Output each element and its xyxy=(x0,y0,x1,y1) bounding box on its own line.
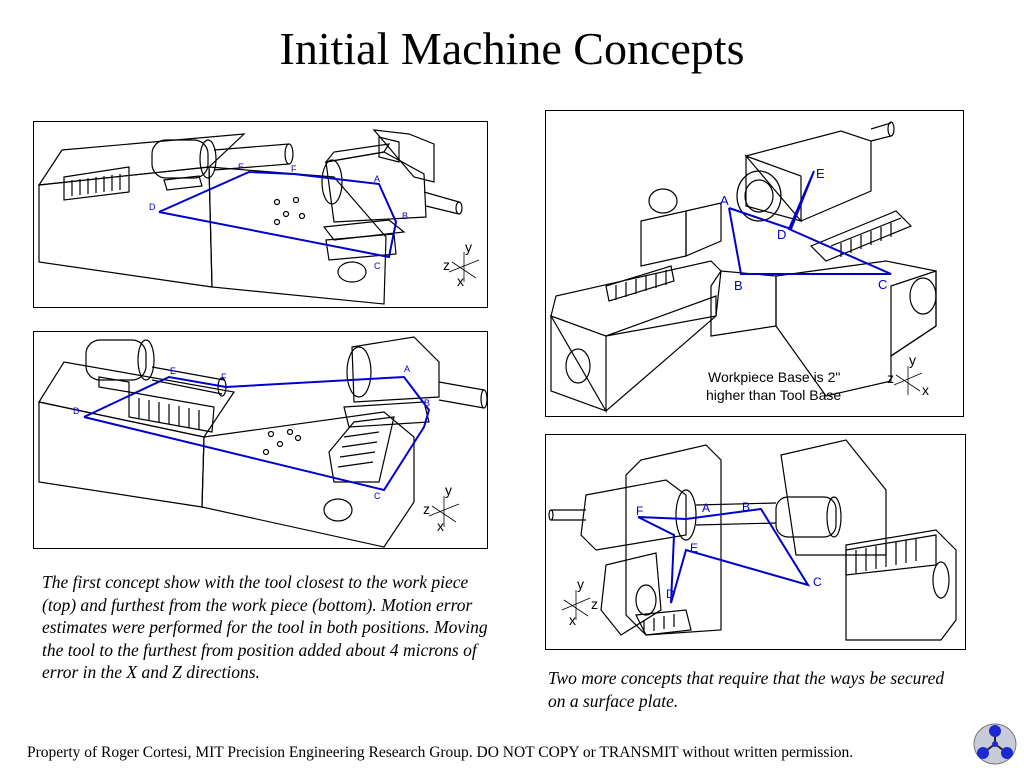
label-d: D xyxy=(149,202,156,212)
label-a: A xyxy=(374,174,380,184)
label-f: F xyxy=(221,372,227,382)
label-f: F xyxy=(636,504,643,518)
label-e: E xyxy=(816,166,825,181)
axis-z-label: z xyxy=(443,257,450,273)
mit-precision-engineering-logo-icon xyxy=(973,723,1017,765)
copyright-footer: Property of Roger Cortesi, MIT Precision… xyxy=(27,744,854,761)
label-f: F xyxy=(291,164,297,174)
label-a: A xyxy=(702,501,710,515)
figure-concept2: A B C D E Workpiece Base is 2" higher th… xyxy=(545,110,964,417)
figure-concept1-top: E F A B C D y z x xyxy=(33,121,488,308)
figure-note-line2: higher than Tool Base xyxy=(706,387,841,403)
label-b: B xyxy=(402,211,408,221)
error-loop-path xyxy=(728,170,892,275)
label-c: C xyxy=(878,277,887,292)
figure-concept3: F A B C D E y z x xyxy=(545,434,966,650)
axis-y-label: y xyxy=(909,352,916,368)
label-d: D xyxy=(666,587,675,601)
axis-y-label: y xyxy=(465,239,472,255)
machine-outline xyxy=(549,121,937,414)
error-loop-path xyxy=(158,170,398,259)
label-a: A xyxy=(404,364,410,374)
machine-outline xyxy=(38,336,487,548)
label-c: C xyxy=(813,575,822,589)
label-c: C xyxy=(374,491,381,501)
axis-z-label: z xyxy=(887,370,894,386)
machine-drawing: E F A B C D y z x xyxy=(37,129,480,305)
label-c: C xyxy=(374,261,381,271)
axis-z-label: z xyxy=(591,596,598,612)
caption-concepts-2-3: Two more concepts that require that the … xyxy=(548,668,945,711)
label-b: B xyxy=(734,278,743,293)
label-e: E xyxy=(690,541,698,555)
axis-x-label: x xyxy=(922,382,929,398)
axis-triad-icon xyxy=(561,590,591,620)
axis-triad-icon xyxy=(893,366,923,395)
axis-z-label: z xyxy=(423,501,430,517)
axis-triad-icon xyxy=(448,252,480,282)
caption-concept1: The first concept show with the tool clo… xyxy=(42,572,488,682)
label-d: D xyxy=(73,406,80,416)
machine-drawing: F A B C D E y z x xyxy=(548,439,957,641)
machine-drawing: A B C D E Workpiece Base is 2" higher th… xyxy=(549,121,937,414)
label-b: B xyxy=(742,500,750,514)
machine-outline xyxy=(548,439,957,641)
axis-triad-icon xyxy=(428,496,460,527)
axis-x-label: x xyxy=(457,273,464,289)
label-a: A xyxy=(720,193,729,208)
machine-outline xyxy=(37,129,463,305)
slide-title: Initial Machine Concepts xyxy=(279,23,745,74)
label-b: B xyxy=(424,398,430,408)
machine-drawing: E F A B C D y z x xyxy=(38,336,487,548)
axis-x-label: x xyxy=(437,518,444,534)
axis-y-label: y xyxy=(577,576,584,592)
label-e: E xyxy=(170,366,176,376)
figure-note-line1: Workpiece Base is 2" xyxy=(708,369,840,385)
axis-x-label: x xyxy=(569,612,576,628)
error-loop-path xyxy=(83,375,431,492)
axis-y-label: y xyxy=(445,482,452,498)
figure-concept1-bottom: E F A B C D y z x xyxy=(33,331,488,549)
label-e: E xyxy=(238,162,244,172)
error-loop-path xyxy=(637,507,811,604)
label-d: D xyxy=(777,227,786,242)
